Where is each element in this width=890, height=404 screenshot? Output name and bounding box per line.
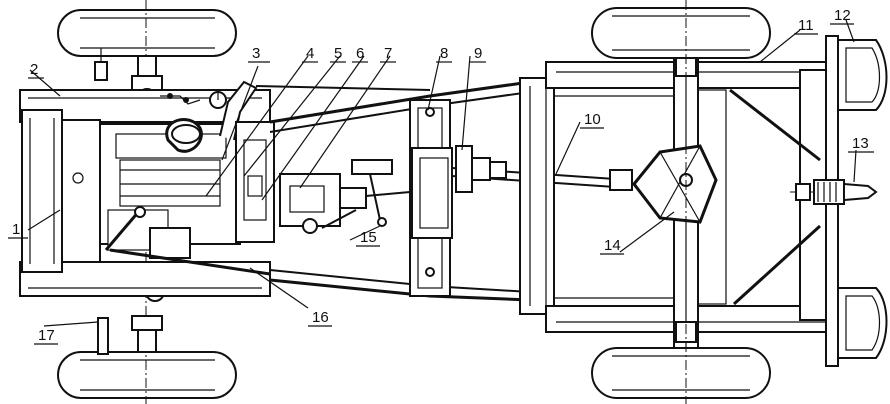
frame-rail-lower <box>269 269 531 302</box>
callout-15: 15 <box>360 229 377 246</box>
rear-light-bottom <box>837 287 888 359</box>
callout-2: 2 <box>30 61 38 78</box>
callout-12: 12 <box>834 7 851 24</box>
callout-9: 9 <box>474 45 482 62</box>
rear-right-wheel <box>591 347 771 399</box>
driveshaft <box>365 145 633 197</box>
callout-6: 6 <box>356 45 364 62</box>
frame-rail-upper <box>255 80 531 133</box>
callout-7: 7 <box>384 45 392 62</box>
gearbox <box>279 159 393 234</box>
callout-10: 10 <box>584 111 601 128</box>
front-left-wheel <box>57 9 237 57</box>
callout-8: 8 <box>440 45 448 62</box>
callout-14: 14 <box>604 237 621 254</box>
callout-4: 4 <box>306 45 314 62</box>
clutch-housing <box>235 121 275 243</box>
radiator <box>21 109 101 273</box>
tow-hitch <box>790 179 880 205</box>
callouts: 1 2 3 4 5 6 7 8 9 10 11 12 13 14 15 16 1 <box>8 7 874 345</box>
callout-17: 17 <box>38 327 55 344</box>
rear-left-wheel <box>591 7 771 59</box>
callout-13: 13 <box>852 135 869 152</box>
front-right-wheel <box>57 351 237 399</box>
callout-16: 16 <box>312 309 329 326</box>
rear-light-top <box>837 39 888 111</box>
middle-cross-member <box>409 99 453 297</box>
engine <box>99 80 271 276</box>
callout-3: 3 <box>252 45 260 62</box>
callout-1: 1 <box>12 221 20 238</box>
leader-lines <box>27 19 857 327</box>
callout-5: 5 <box>334 45 342 62</box>
callout-11: 11 <box>798 17 814 34</box>
